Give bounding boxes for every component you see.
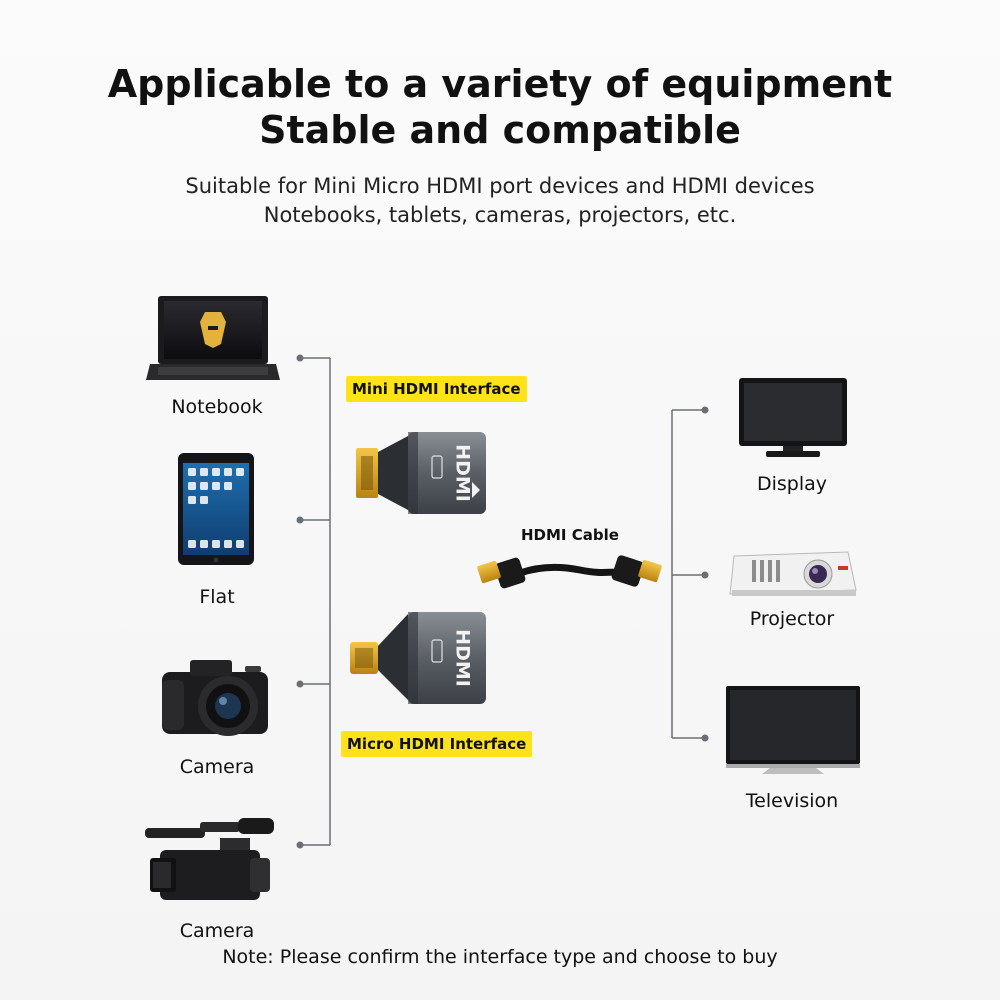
micro-hdmi-badge: Micro HDMI Interface (341, 731, 533, 757)
micro-hdmi-adapter-icon: HDMI (350, 612, 486, 704)
mini-hdmi-adapter-icon: HDMI (356, 432, 486, 514)
tablet-icon (178, 453, 254, 565)
device-label-display: Display (756, 473, 828, 495)
device-label-projector: Projector (749, 608, 835, 630)
micro-adapter-text: HDMI (452, 629, 474, 687)
camcorder-icon (145, 818, 274, 900)
laptop-icon (146, 296, 280, 380)
device-label-notebook: Notebook (171, 396, 263, 418)
right-connector-dots (701, 406, 709, 742)
device-label-camcorder: Camera (179, 920, 255, 942)
device-label-flat: Flat (199, 586, 235, 608)
headline-line1: Applicable to a variety of equipment (107, 62, 893, 106)
subtitle-line1: Suitable for Mini Micro HDMI port device… (185, 174, 815, 198)
mini-hdmi-badge: Mini HDMI Interface (346, 376, 527, 402)
hdmi-cable-icon (477, 555, 662, 589)
right-connector-lines (671, 409, 705, 739)
dslr-camera-icon (162, 660, 268, 736)
device-label-camera: Camera (179, 756, 255, 778)
subtitle-line2: Notebooks, tablets, cameras, projectors,… (263, 203, 737, 227)
device-label-television: Television (745, 790, 839, 812)
projector-icon (729, 551, 857, 596)
headline-line2: Stable and compatible (259, 108, 741, 152)
mini-adapter-text: HDMI (452, 444, 474, 502)
television-icon (726, 686, 860, 774)
footer-note: Note: Please confirm the interface type … (222, 946, 778, 968)
monitor-icon (739, 378, 847, 457)
hdmi-cable-label: HDMI Cable (521, 526, 619, 544)
left-connector-lines (300, 357, 331, 846)
left-connector-dots (296, 354, 304, 849)
